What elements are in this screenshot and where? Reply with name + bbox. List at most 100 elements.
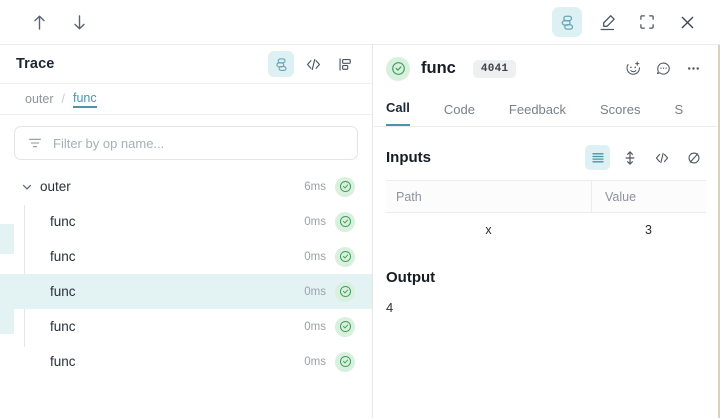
inputs-title: Inputs <box>386 149 431 166</box>
emoji-plus-icon <box>626 61 640 75</box>
nav-down-arrow-button[interactable] <box>66 8 92 36</box>
status-success-icon <box>335 281 355 302</box>
inputs-table-header: Path Value <box>386 180 706 213</box>
toolbar-action-group <box>552 7 720 37</box>
close-x-icon <box>681 16 693 28</box>
breadcrumb-separator: / <box>61 92 65 106</box>
inputs-view-controls <box>585 145 706 170</box>
arrow-down-icon <box>73 14 85 29</box>
filter-icon <box>29 138 41 148</box>
status-success-icon <box>335 316 355 337</box>
tree-row-func-4[interactable]: func 0ms <box>0 309 372 344</box>
call-title: func <box>421 59 456 77</box>
fullscreen-button[interactable] <box>632 7 662 37</box>
tree-row-label: func <box>50 284 76 299</box>
add-comment-button[interactable] <box>650 56 676 82</box>
tree-row-outer[interactable]: outer 6ms <box>0 169 372 204</box>
call-header-actions <box>620 56 706 82</box>
call-tabs: Call Code Feedback Scores S <box>374 92 720 127</box>
hide-values-toggle-button[interactable] <box>681 145 706 170</box>
top-toolbar <box>0 0 720 45</box>
tree-row-duration: 6ms <box>304 180 326 193</box>
tab-call[interactable]: Call <box>386 100 410 126</box>
add-reaction-button[interactable] <box>620 56 646 82</box>
tab-code[interactable]: Code <box>443 102 475 117</box>
status-success-icon <box>335 351 355 372</box>
breadcrumb-item-current[interactable]: func <box>72 91 97 108</box>
flamegraph-icon <box>338 57 351 71</box>
json-view-toggle-button[interactable] <box>649 145 674 170</box>
tree-row-func-5[interactable]: func 0ms <box>0 344 372 379</box>
table-row[interactable]: x 3 <box>386 213 706 247</box>
input-path-cell: x <box>485 223 492 237</box>
status-success-icon <box>335 176 355 197</box>
tree-row-duration: 0ms <box>304 250 326 263</box>
column-header-value: Value <box>591 181 706 212</box>
input-value-cell: 3 <box>645 223 652 237</box>
output-value: 4 <box>386 300 394 315</box>
eye-slash-icon <box>688 152 699 163</box>
status-success-icon <box>335 211 355 232</box>
annotate-button[interactable] <box>592 7 622 37</box>
filter-area: Filter by op name... <box>0 115 372 169</box>
breadcrumb: outer / func <box>0 84 372 115</box>
call-detail-panel: func 4041 <box>374 45 720 418</box>
tree-row-label: func <box>50 214 76 229</box>
inputs-table: Path Value x 3 <box>386 180 706 247</box>
code-icon <box>306 58 320 70</box>
trace-flamegraph-toggle-button[interactable] <box>332 51 358 77</box>
status-success-icon <box>335 246 355 267</box>
output-title: Output <box>386 269 436 286</box>
inputs-section-header: Inputs <box>374 127 720 180</box>
tab-feedback[interactable]: Feedback <box>508 102 567 117</box>
trace-panel-header-icons <box>268 51 358 77</box>
layers-icon <box>275 57 286 71</box>
trace-panel: Trace <box>0 45 373 418</box>
output-section: Output 4 <box>374 247 720 315</box>
tree-row-duration: 0ms <box>304 285 326 298</box>
ellipsis-icon <box>687 67 699 70</box>
tree-row-label: func <box>50 249 76 264</box>
filter-input[interactable]: Filter by op name... <box>53 135 165 151</box>
trace-panel-header: Trace <box>0 45 372 84</box>
chevron-down-icon[interactable] <box>16 181 38 193</box>
list-view-toggle-button[interactable] <box>585 145 610 170</box>
filter-input-wrapper[interactable]: Filter by op name... <box>14 126 358 160</box>
tree-row-func-2[interactable]: func 0ms <box>0 239 372 274</box>
expand-rows-toggle-button[interactable] <box>617 145 642 170</box>
trace-tree-toggle-button[interactable] <box>268 51 294 77</box>
expand-corners-icon <box>640 15 654 29</box>
tree-row-duration: 0ms <box>304 355 326 368</box>
arrow-up-icon <box>33 15 45 30</box>
trace-code-toggle-button[interactable] <box>300 51 326 77</box>
tree-row-label: func <box>50 319 76 334</box>
expand-vertical-icon <box>624 150 635 165</box>
trace-view-toggle-button[interactable] <box>552 7 582 37</box>
tree-row-func-3-selected[interactable]: func 0ms <box>0 274 372 309</box>
column-header-path: Path <box>396 189 422 204</box>
breadcrumb-item-parent[interactable]: outer <box>25 92 54 106</box>
close-button[interactable] <box>672 7 702 37</box>
code-icon <box>655 152 668 163</box>
tree-row-duration: 0ms <box>304 320 326 333</box>
panel-right-edge-accent <box>718 45 720 418</box>
tree-row-func-1[interactable]: func 0ms <box>0 204 372 239</box>
layers-icon <box>561 15 573 30</box>
tab-summary-truncated[interactable]: S <box>674 102 684 117</box>
list-lines-icon <box>591 152 604 162</box>
check-circle-icon <box>386 56 410 81</box>
highlighter-pen-icon <box>599 14 615 30</box>
tree-row-label: func <box>50 354 76 369</box>
tree-row-label: outer <box>40 179 71 194</box>
more-options-button[interactable] <box>680 56 706 82</box>
trace-panel-title: Trace <box>16 56 55 72</box>
comment-icon <box>656 62 670 75</box>
tab-scores[interactable]: Scores <box>600 102 641 117</box>
tree-row-duration: 0ms <box>304 215 326 228</box>
call-header: func 4041 <box>374 45 720 92</box>
toolbar-nav-group <box>0 8 92 36</box>
trace-tree: outer 6ms func 0ms <box>0 169 372 379</box>
sibling-trace-strip-1 <box>0 224 14 254</box>
nav-up-arrow-button[interactable] <box>26 8 52 36</box>
